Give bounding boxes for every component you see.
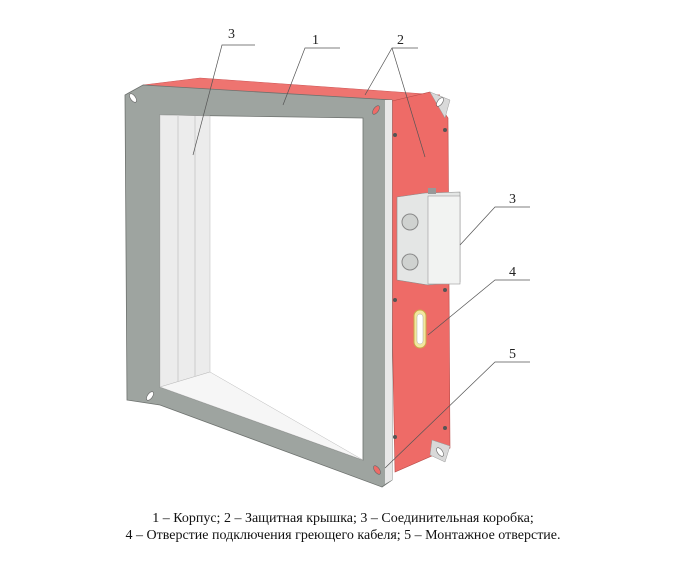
junction-box <box>396 188 461 286</box>
callout-label: 3 <box>228 27 235 42</box>
interior-bottom <box>159 371 364 461</box>
caption-line-1: 1 – Корпус; 2 – Защитная крышка; 3 – Сое… <box>152 511 534 526</box>
callout-label: 4 <box>509 265 516 280</box>
interior-left-wall <box>159 114 211 388</box>
callout-label: 3 <box>509 192 516 207</box>
frame-edge <box>385 100 392 484</box>
cable-gland <box>401 213 419 231</box>
damper-illustration: 3 1 2 3 4 5 <box>124 27 530 488</box>
callout-label: 5 <box>509 347 516 362</box>
mounting-holes <box>129 93 444 475</box>
callout-label: 2 <box>397 33 404 48</box>
caption-line-2: 4 – Отверстие подключения греющего кабел… <box>125 528 561 543</box>
callout-label: 1 <box>312 33 319 48</box>
callout-lines <box>192 44 530 469</box>
cable-gland <box>401 253 419 271</box>
screws <box>393 128 447 439</box>
